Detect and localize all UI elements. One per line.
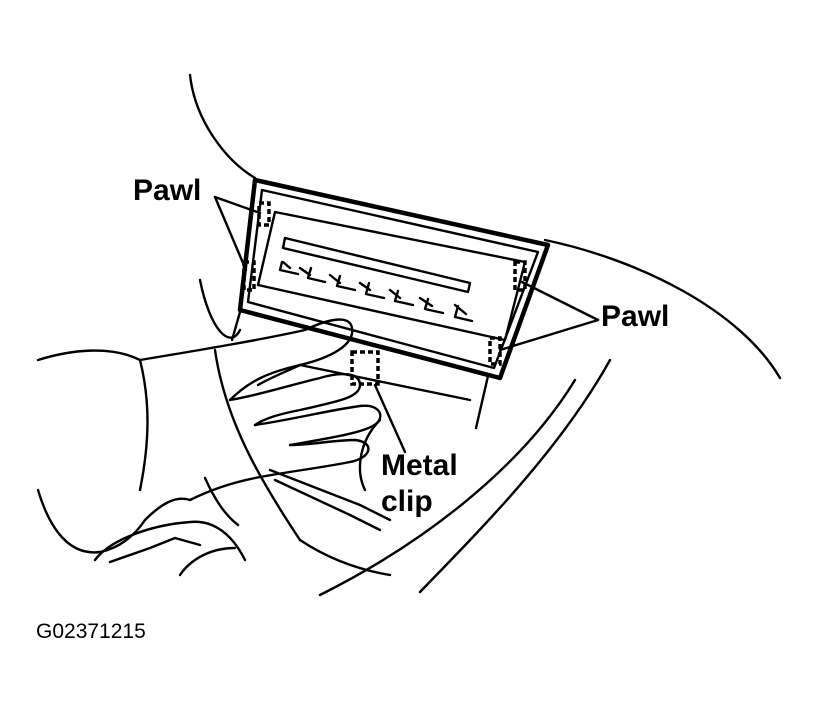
figure-code: G02371215 (36, 620, 146, 643)
pawl-label-right: Pawl (601, 300, 670, 333)
pawl-marker-bottom-left (242, 260, 256, 292)
hand (36, 318, 382, 554)
dashboard-outline (188, 73, 782, 597)
radio-bezel (230, 177, 551, 430)
metal-clip-label: Metal clip (381, 448, 458, 520)
leader-lines (213, 195, 600, 454)
metal-clip-label-line2: clip (381, 485, 433, 518)
radio-display (256, 210, 527, 342)
pawl-marker-top-left (257, 201, 271, 227)
console (93, 476, 247, 577)
metal-clip-label-line1: Metal (381, 449, 458, 482)
metal-clip-marker (350, 350, 380, 386)
pawl-marker-top-right (513, 260, 527, 292)
pawl-marker-bottom-right (488, 336, 502, 366)
pawl-label-left: Pawl (133, 174, 202, 207)
pawl-markers (242, 201, 527, 386)
